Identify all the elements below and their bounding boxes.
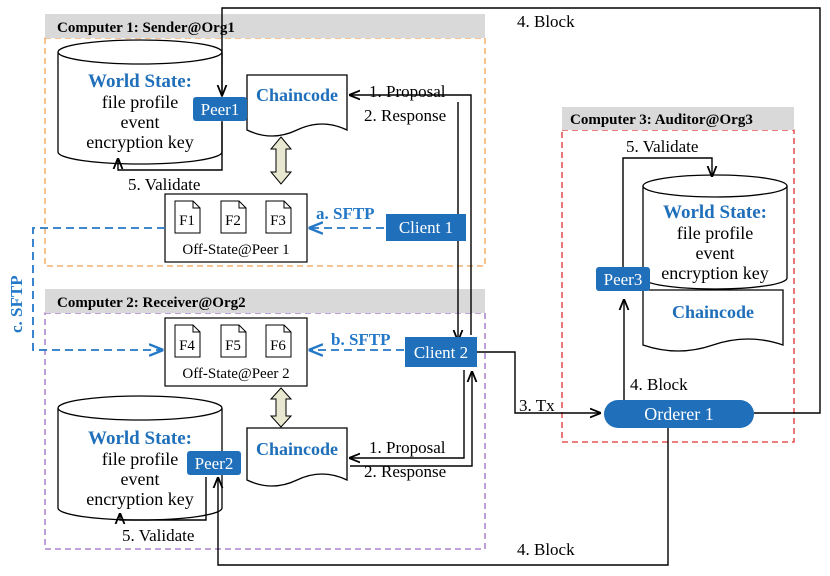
block-label-peer3: 4. Block bbox=[630, 375, 688, 394]
peer2-label: Peer2 bbox=[195, 454, 234, 473]
off-state-peer2: F4 F5 F6 Off-State@Peer 2 bbox=[164, 317, 308, 387]
client2-node[interactable]: Client 2 bbox=[405, 337, 477, 367]
validate-flow-peer3 bbox=[622, 157, 712, 268]
client2-label: Client 2 bbox=[414, 343, 468, 362]
off-state-peer1: F1 F2 F3 Off-State@Peer 1 bbox=[164, 193, 308, 263]
response-label-1: 2. Response bbox=[364, 106, 446, 125]
world-state-line: file profile bbox=[102, 92, 178, 112]
proposal-flow-2 bbox=[350, 370, 465, 458]
tx-flow bbox=[471, 351, 600, 413]
chaincode-label: Chaincode bbox=[256, 439, 338, 459]
world-state-line: event bbox=[696, 243, 735, 263]
file-label: F3 bbox=[270, 213, 286, 229]
sync-arrow-1 bbox=[269, 136, 293, 185]
validate-label-2: 5. Validate bbox=[122, 526, 194, 545]
file-label: F5 bbox=[225, 338, 241, 354]
world-state-line: file profile bbox=[102, 449, 178, 469]
computer-3-title: Computer 3: Auditor@Org3 bbox=[570, 112, 753, 128]
world-state-heading: World State: bbox=[88, 71, 192, 92]
proposal-flow-1 bbox=[350, 95, 472, 335]
world-state-line: encryption key bbox=[86, 489, 193, 509]
validate-flow-peer1 bbox=[118, 122, 223, 171]
peer1-label: Peer1 bbox=[201, 100, 240, 119]
peer2-node[interactable]: Peer2 bbox=[187, 451, 241, 475]
peer3-label: Peer3 bbox=[604, 270, 643, 289]
world-state-line: encryption key bbox=[86, 132, 193, 152]
proposal-label-2: 1. Proposal bbox=[369, 438, 446, 457]
sftp-a-label: a. SFTP bbox=[316, 204, 375, 223]
world-state-heading: World State: bbox=[88, 428, 192, 449]
sftp-b-label: b. SFTP bbox=[331, 330, 391, 349]
file-icon: F3 bbox=[265, 200, 292, 234]
computer-1-title-bar bbox=[45, 14, 485, 38]
chaincode-label: Chaincode bbox=[256, 85, 338, 105]
validate-flow-peer2 bbox=[120, 477, 207, 520]
block-label-bottom: 4. Block bbox=[517, 540, 575, 559]
file-label: F2 bbox=[225, 213, 241, 229]
client1-label: Client 1 bbox=[399, 218, 453, 237]
world-state-db-3: World State: file profile event encrypti… bbox=[642, 174, 788, 290]
sync-arrow-2 bbox=[269, 387, 293, 428]
file-icon: F2 bbox=[220, 200, 247, 234]
world-state-line: encryption key bbox=[661, 263, 768, 283]
file-icon: F4 bbox=[174, 324, 201, 358]
world-state-db-2: World State: file profile event encrypti… bbox=[57, 395, 223, 521]
sftp-c-label: c. SFTP bbox=[7, 275, 26, 333]
response-flow-2 bbox=[350, 372, 472, 467]
validate-label-3: 5. Validate bbox=[626, 137, 698, 156]
chaincode-doc-1: Chaincode bbox=[246, 74, 348, 137]
proposal-label-1: 1. Proposal bbox=[369, 82, 446, 101]
client1-node[interactable]: Client 1 bbox=[386, 214, 466, 241]
chaincode-doc-2: Chaincode bbox=[246, 427, 348, 487]
peer3-node[interactable]: Peer3 bbox=[596, 267, 650, 291]
world-state-line: event bbox=[121, 112, 160, 132]
tx-label: 3. Tx bbox=[519, 396, 555, 415]
block-flow-bottom bbox=[218, 426, 669, 566]
off-state-label: Off-State@Peer 1 bbox=[182, 242, 289, 258]
block-label-top: 4. Block bbox=[517, 12, 575, 31]
peer1-node[interactable]: Peer1 bbox=[193, 97, 247, 121]
file-icon: F1 bbox=[174, 200, 201, 234]
file-icon: F6 bbox=[265, 324, 292, 358]
world-state-line: event bbox=[121, 469, 160, 489]
world-state-line: file profile bbox=[677, 223, 753, 243]
file-label: F4 bbox=[179, 338, 195, 354]
file-label: F1 bbox=[179, 213, 195, 229]
sftp-c-flow bbox=[32, 227, 165, 350]
validate-label-1: 5. Validate bbox=[128, 175, 200, 194]
orderer1-label: Orderer 1 bbox=[644, 404, 713, 424]
chaincode-doc-3: Chaincode bbox=[642, 289, 784, 352]
file-icon: F5 bbox=[220, 324, 247, 358]
computer-1-title: Computer 1: Sender@Org1 bbox=[57, 20, 235, 36]
computer-2-title: Computer 2: Receiver@Org2 bbox=[57, 295, 246, 311]
chaincode-label: Chaincode bbox=[672, 302, 754, 322]
off-state-label: Off-State@Peer 2 bbox=[182, 366, 289, 382]
orderer1-node[interactable]: Orderer 1 bbox=[604, 400, 754, 428]
file-label: F6 bbox=[270, 338, 286, 354]
response-label-2: 2. Response bbox=[364, 462, 446, 481]
world-state-heading: World State: bbox=[663, 202, 767, 223]
world-state-db-1: World State: file profile event encrypti… bbox=[57, 39, 223, 165]
computer-3-title-bar bbox=[562, 107, 794, 130]
block-flow-top bbox=[222, 7, 821, 414]
computer-2-title-bar bbox=[45, 289, 485, 313]
